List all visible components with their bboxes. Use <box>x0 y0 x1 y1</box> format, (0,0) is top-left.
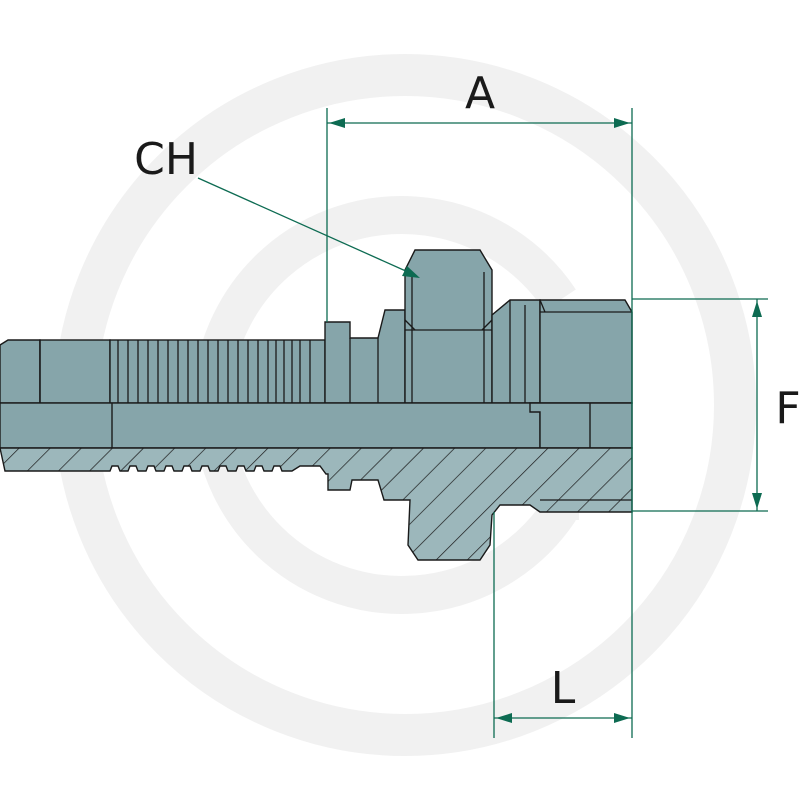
hex-chamfer-line <box>481 319 493 331</box>
bore-counterbore <box>529 402 633 449</box>
dimension-label-l: L <box>551 663 576 714</box>
bore <box>0 402 633 449</box>
a-arrow-right <box>614 118 630 128</box>
collar <box>324 309 406 404</box>
dimension-lines <box>197 108 768 738</box>
dimension-label-a: A <box>465 68 495 119</box>
neck <box>491 299 541 404</box>
l-arrow-left <box>496 713 512 723</box>
hose-tail-nose <box>0 339 41 404</box>
ch-leader-line <box>197 177 409 273</box>
hex-nut <box>404 249 493 404</box>
a-arrow-left <box>329 118 345 128</box>
hex-chamfer-line <box>404 319 416 331</box>
fitting-detail-lines <box>39 272 632 403</box>
thread-chamfer-line <box>539 299 546 313</box>
male-thread-end <box>539 299 633 404</box>
hose-tail-shank <box>39 339 111 404</box>
f-arrow-top <box>752 301 762 317</box>
dimension-label-ch: CH <box>134 134 198 185</box>
ch-leader-arrow <box>402 266 420 278</box>
l-arrow-right <box>614 713 630 723</box>
bore-channel <box>0 402 541 449</box>
f-arrow-bottom <box>752 493 762 509</box>
section-outline <box>0 447 633 561</box>
dimension-label-f: F <box>775 383 800 434</box>
